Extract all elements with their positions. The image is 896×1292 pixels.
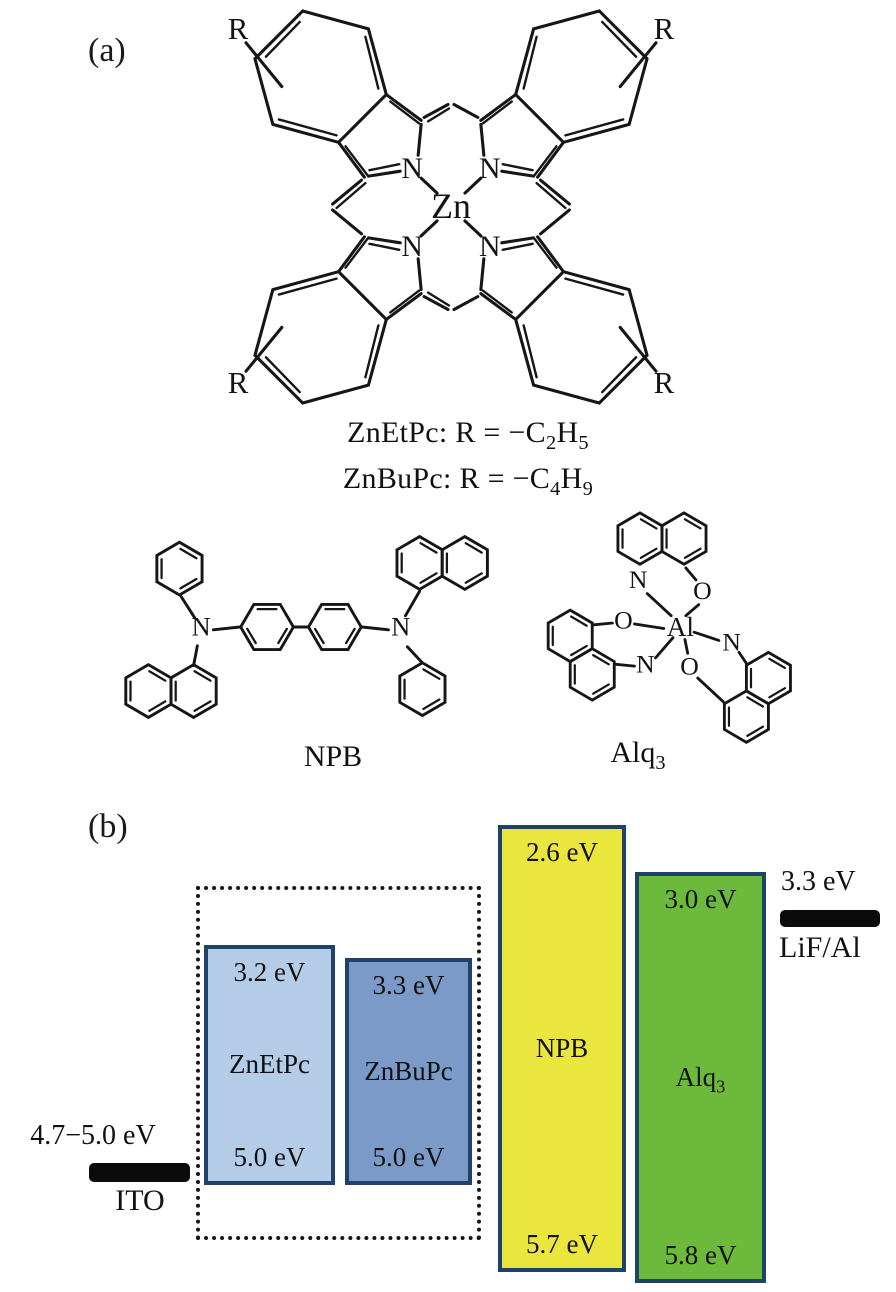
oxygen-atom-label: O [693, 576, 712, 605]
nitrogen-atom-label: N [636, 650, 655, 679]
nitrogen-atom-label: N [479, 230, 501, 263]
alq3-name-label: Alq3 [610, 736, 666, 774]
formula-znetpc: ZnEtPc: R = −C2H5 [347, 416, 589, 454]
r-group-label: R [228, 366, 249, 400]
r-group-label: R [654, 366, 675, 400]
ito-work-function: 4.7−5.0 eV [30, 1120, 156, 1151]
ito-level-bar [89, 1163, 190, 1182]
npb-structure: N N [124, 535, 489, 719]
formula-znbupc: ZnBuPc: R = −C4H9 [342, 461, 594, 500]
nitrogen-atom-label: N [401, 230, 423, 263]
lif-al-level: 3.3 eV [781, 866, 856, 897]
energy-layer-npb: 2.6 eV NPB 5.7 eV [498, 825, 626, 1272]
meso-double-bond [535, 181, 567, 210]
nitrogen-atom-label: N [192, 612, 211, 641]
formula-block: ZnEtPc: R = −C2H5 ZnBuPc: R = −C4H9 [238, 412, 698, 504]
lumo-level: 3.2 eV [233, 957, 306, 987]
layer-name: Alq3 [675, 1061, 726, 1097]
panel-b-label: (b) [88, 808, 128, 845]
oxygen-atom-label: O [614, 606, 633, 635]
aluminum-atom-label: Al [667, 611, 695, 642]
alq3-structure: N O Al O N N O [546, 511, 792, 744]
r-group-label: R [228, 12, 249, 46]
meso-double-bond [426, 107, 451, 123]
energy-layer-znbupc: 3.3 eV ZnBuPc 5.0 eV [345, 958, 472, 1185]
zinc-atom-label: Zn [431, 186, 471, 226]
meso-double-bond [335, 181, 367, 210]
lumo-level: 3.0 eV [664, 884, 737, 914]
npb-name-label: NPB [303, 740, 363, 773]
layer-name: ZnBuPc [364, 1055, 453, 1086]
homo-level: 5.0 eV [372, 1141, 445, 1172]
lumo-level: 3.3 eV [372, 970, 445, 1000]
nitrogen-atom-label: N [722, 628, 741, 657]
oxygen-atom-label: O [680, 651, 699, 680]
layer-name: ZnEtPc [229, 1049, 310, 1080]
znpc-structure: Zn N N N N R R R R [228, 9, 675, 405]
nitrogen-atom-label: N [479, 152, 501, 185]
nitrogen-atom-label: N [391, 612, 410, 641]
homo-level: 5.7 eV [526, 1228, 598, 1259]
ito-name-label: ITO [115, 1184, 165, 1217]
energy-layer-alq3: 3.0 eV Alq3 5.8 eV [635, 872, 766, 1283]
nitrogen-atom-label: N [629, 565, 648, 594]
homo-level: 5.0 eV [233, 1141, 306, 1172]
meso-double-bond [426, 291, 451, 307]
lif-al-name-label: LiF/Al [779, 931, 861, 964]
lif-al-level-bar [780, 910, 880, 927]
layer-name: NPB [535, 1032, 589, 1063]
lumo-level: 2.6 eV [526, 837, 598, 867]
nitrogen-atom-label: N [401, 152, 423, 185]
energy-layer-znetpc: 3.2 eV ZnEtPc 5.0 eV [204, 945, 335, 1185]
panel-a-label: (a) [88, 32, 126, 69]
homo-level: 5.8 eV [664, 1239, 737, 1270]
donor-layers-dotted-outline [196, 886, 481, 1240]
r-group-label: R [654, 12, 675, 46]
